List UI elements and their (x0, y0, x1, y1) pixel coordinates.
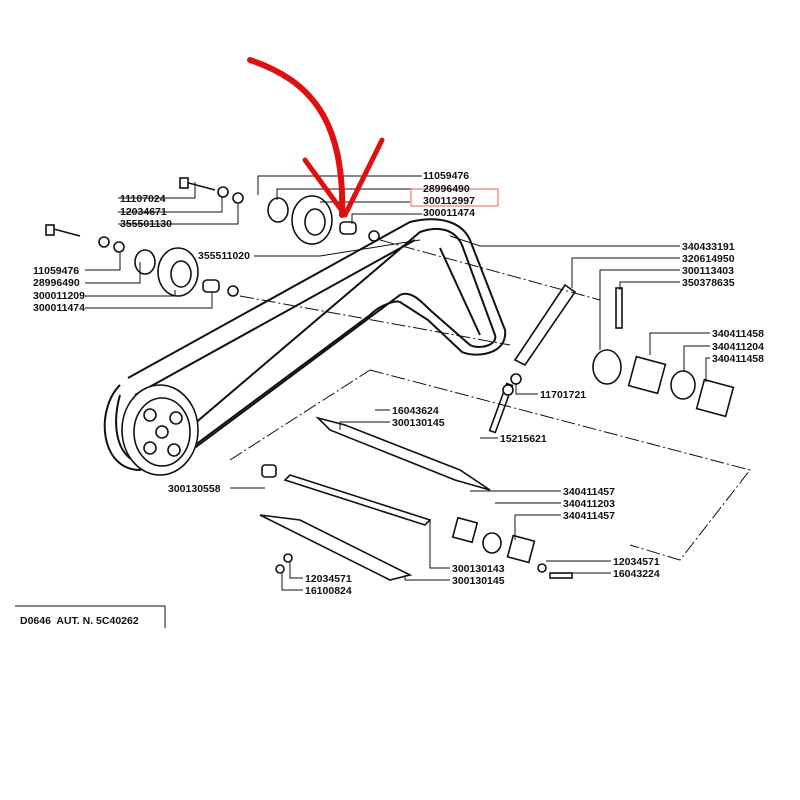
part-label-highlighted: 300112997 (423, 195, 475, 207)
part-label: 28996490 (33, 277, 80, 289)
part-label: 15215621 (500, 433, 547, 445)
idler-pulleys (45, 177, 380, 297)
part-label: 340411203 (563, 498, 615, 510)
part-label: 12034571 (613, 556, 660, 568)
leader-lines (85, 175, 710, 591)
assembly-outlines (229, 239, 751, 561)
part-label: 355511020 (198, 250, 250, 262)
part-label: 11059476 (33, 265, 79, 277)
part-label: 16043624 (392, 405, 439, 417)
red-arrow-icon (247, 57, 385, 218)
part-label: 300130143 (452, 563, 505, 575)
part-label: 11059476 (423, 170, 469, 182)
part-label: 300130558 (168, 483, 221, 495)
part-label: 340411458 (712, 353, 764, 365)
part-label: 300011474 (33, 302, 85, 314)
part-label: 11107024 (120, 193, 166, 205)
lower-assembly (259, 416, 573, 581)
part-label: 340411457 (563, 486, 615, 498)
part-label: 350378635 (682, 277, 735, 289)
part-label: 340411458 (712, 328, 764, 340)
part-label: 340433191 (682, 241, 735, 253)
part-label: 300130145 (452, 575, 505, 587)
part-label: 355501130 (120, 218, 172, 230)
drive-belt (103, 218, 507, 472)
part-label: 300113403 (682, 265, 734, 277)
part-label: 11701721 (540, 389, 586, 401)
part-label: 340411457 (563, 510, 615, 522)
part-label: 300011474 (423, 207, 475, 219)
footer-text: D0646 AUT. N. 5C40262 (20, 615, 139, 627)
part-label: 320614950 (682, 253, 735, 265)
part-label: 12034671 (120, 206, 167, 218)
part-number-labels: 11059476 28996490 300112997 300011474 11… (33, 170, 764, 597)
part-label: 16043224 (613, 568, 660, 580)
drawing-footer: D0646 AUT. N. 5C40262 (15, 605, 166, 628)
part-label: 28996490 (423, 183, 470, 195)
part-label: 340411204 (712, 341, 764, 353)
large-pulley (121, 384, 199, 476)
part-label: 300011209 (33, 290, 85, 302)
highlight-box (410, 188, 499, 207)
bracket-and-bearings (488, 283, 735, 434)
part-label: 300130145 (392, 417, 445, 429)
part-label: 16100824 (305, 585, 352, 597)
part-label: 12034571 (305, 573, 352, 585)
